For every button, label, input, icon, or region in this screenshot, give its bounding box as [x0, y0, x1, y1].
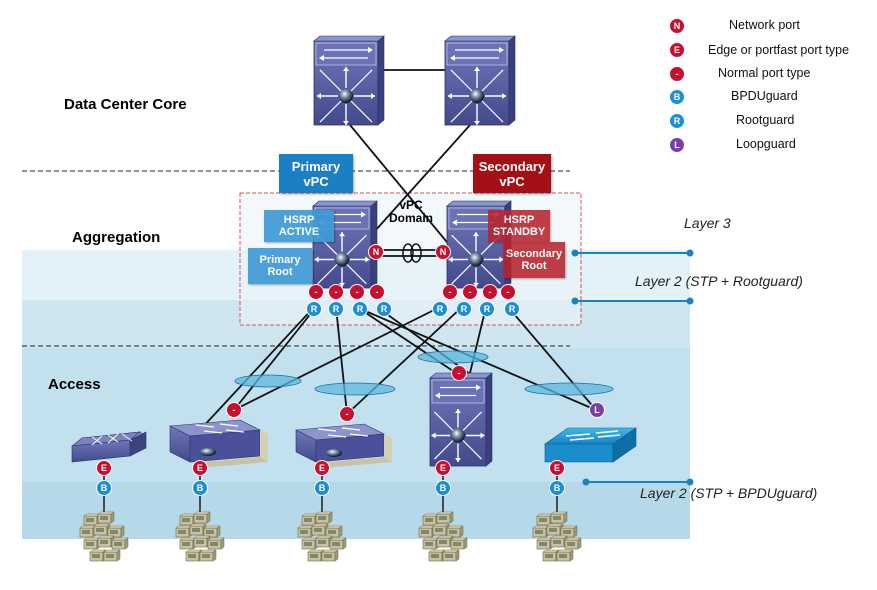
- secondary-vpc-line2: vPC: [499, 173, 525, 189]
- access-switch-3[interactable]: [294, 423, 392, 468]
- layer-label-layer3: Layer 3: [684, 215, 731, 231]
- hsrp-standby-line2: STANDBY: [492, 226, 546, 238]
- svg-text:-: -: [676, 69, 679, 79]
- svg-text:B: B: [101, 483, 108, 493]
- legend-text-network-port: Network port: [729, 18, 800, 32]
- svg-text:R: R: [674, 116, 681, 126]
- legend-badges: N E - B R L: [669, 18, 685, 153]
- hsrp-standby-line1: HSRP: [503, 214, 535, 226]
- svg-text:N: N: [674, 21, 681, 31]
- primary-root-line1: Primary: [259, 254, 301, 266]
- svg-text:R: R: [484, 304, 491, 314]
- svg-text:R: R: [333, 304, 340, 314]
- vpc-domain-label: vPC Domain: [383, 199, 439, 225]
- primary-vpc-line2: vPC: [303, 173, 329, 189]
- svg-text:-: -: [507, 287, 510, 297]
- svg-text:L: L: [674, 140, 680, 150]
- layer2-rootguard-marker-dot-left: [571, 297, 579, 305]
- core-switch-left[interactable]: [313, 35, 385, 126]
- svg-text:-: -: [376, 287, 379, 297]
- server-host-stacks: [79, 511, 582, 562]
- section-label-core: Data Center Core: [64, 96, 187, 113]
- svg-text:B: B: [674, 92, 681, 102]
- access-switch-2[interactable]: [168, 419, 268, 468]
- secondary-root-line1: Secondary: [505, 248, 563, 260]
- svg-text:-: -: [449, 287, 452, 297]
- legend-text-loopguard: Loopguard: [736, 137, 796, 151]
- svg-text:R: R: [437, 304, 444, 314]
- svg-text:B: B: [440, 483, 447, 493]
- svg-text:B: B: [197, 483, 204, 493]
- svg-text:R: R: [381, 304, 388, 314]
- access-host-band: [22, 482, 690, 539]
- layer2-rootguard-marker-dot-right: [686, 297, 694, 305]
- legend-text-bpduguard: BPDUguard: [731, 89, 798, 103]
- layer3-marker-dot-left: [571, 249, 579, 257]
- svg-text:-: -: [356, 287, 359, 297]
- hsrp-active-line1: HSRP: [283, 214, 315, 226]
- port-channel-ellipses: [234, 350, 614, 396]
- svg-text:E: E: [319, 463, 325, 473]
- svg-text:E: E: [197, 463, 203, 473]
- svg-text:-: -: [346, 409, 349, 419]
- layer-label-layer2-rootguard: Layer 2 (STP + Rootguard): [635, 273, 803, 289]
- svg-text:E: E: [674, 45, 680, 55]
- svg-text:-: -: [315, 287, 318, 297]
- svg-text:B: B: [319, 483, 326, 493]
- svg-text:-: -: [469, 287, 472, 297]
- section-label-aggregation: Aggregation: [72, 229, 161, 246]
- legend-text-rootguard: Rootguard: [736, 113, 795, 127]
- layer-markers: [574, 252, 690, 483]
- vpc-domain-line2: Domain: [388, 211, 433, 225]
- secondary-vpc-line1: Secondary: [478, 158, 546, 174]
- svg-text:R: R: [509, 304, 516, 314]
- svg-text:E: E: [440, 463, 446, 473]
- svg-text:R: R: [311, 304, 318, 314]
- peer-link-ring-right: [410, 243, 422, 263]
- svg-text:R: R: [461, 304, 468, 314]
- core-switch-right[interactable]: [444, 35, 516, 126]
- layer-label-layer2-bpduguard: Layer 2 (STP + BPDUguard): [640, 485, 818, 501]
- access-switch-cyan[interactable]: [544, 427, 637, 463]
- secondary-root-line2: Root: [521, 260, 547, 272]
- svg-text:-: -: [233, 405, 236, 415]
- svg-text:L: L: [594, 405, 600, 415]
- svg-text:-: -: [489, 287, 492, 297]
- svg-text:E: E: [554, 463, 560, 473]
- svg-text:E: E: [101, 463, 107, 473]
- primary-root-line2: Root: [267, 266, 293, 278]
- primary-vpc-line1: Primary: [291, 158, 341, 174]
- layer3-marker-dot-right: [686, 249, 694, 257]
- legend-text-edge-port: Edge or portfast port type: [708, 43, 850, 57]
- layer2-bpduguard-marker-dot-right: [686, 478, 694, 486]
- svg-text:N: N: [440, 247, 447, 257]
- legend-text-normal-port: Normal port type: [718, 66, 811, 80]
- peer-link-ring-left: [402, 243, 414, 263]
- svg-text:-: -: [458, 368, 461, 378]
- layer2-bpduguard-marker-dot-left: [582, 478, 590, 486]
- section-label-access: Access: [48, 376, 101, 393]
- access-switch-1[interactable]: [71, 431, 147, 463]
- access-chassis-switch[interactable]: [429, 372, 493, 467]
- svg-text:B: B: [554, 483, 561, 493]
- vpc-domain-line1: vPC: [399, 198, 423, 212]
- svg-text:-: -: [335, 287, 338, 297]
- svg-text:N: N: [373, 247, 380, 257]
- svg-text:R: R: [357, 304, 364, 314]
- hsrp-active-line2: ACTIVE: [278, 226, 320, 238]
